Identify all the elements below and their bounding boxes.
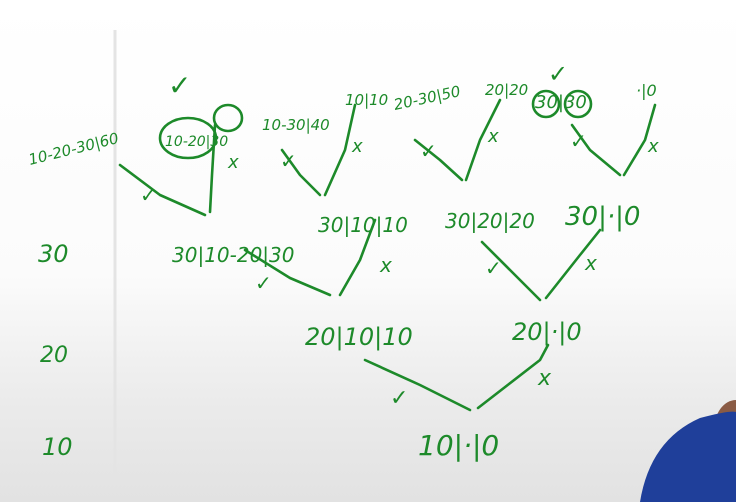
level2-mark-4: x bbox=[584, 251, 597, 275]
level3-node-1: 10-20-30|60 bbox=[27, 129, 121, 169]
level3-node-6: 20|20 bbox=[485, 81, 528, 99]
level2-node-2: 30|10|10 bbox=[318, 213, 408, 237]
level1-mark-right: x bbox=[537, 366, 552, 391]
branch-l2b-left bbox=[280, 148, 322, 197]
branch-l2d-left bbox=[570, 123, 622, 177]
level3-mark-8: x bbox=[647, 136, 659, 157]
level3-mark-6: x bbox=[487, 126, 499, 147]
presenter bbox=[640, 400, 736, 502]
level3-node-5: 20-30|50 bbox=[392, 82, 462, 114]
branch-l2b-right bbox=[323, 103, 357, 197]
level3-node-3: 10-30|40 bbox=[262, 116, 330, 134]
circle-30-b bbox=[531, 89, 561, 119]
level3-node-2: 10-20|30 bbox=[165, 134, 228, 150]
level2-node-4: 30|·|0 bbox=[565, 202, 640, 232]
level-label-20: 20 bbox=[40, 343, 68, 368]
level3-node-8: ·|0 bbox=[636, 81, 657, 100]
top-check-2: ✓ bbox=[548, 60, 568, 88]
level3-mark-1: ✓ bbox=[140, 183, 157, 207]
level3-mark-5: ✓ bbox=[420, 139, 437, 163]
circle-30-a bbox=[212, 103, 244, 133]
level-label-10: 10 bbox=[42, 433, 73, 461]
branch-root-left bbox=[363, 358, 472, 412]
level1-node-left: 20|10|10 bbox=[305, 323, 413, 351]
branch-l2a-left bbox=[118, 163, 207, 217]
branch-l2d-right bbox=[622, 103, 657, 177]
branch-l1a-right bbox=[338, 218, 377, 297]
branch-l1a-left bbox=[243, 248, 332, 297]
level3-mark-3: ✓ bbox=[280, 149, 297, 173]
top-check-1: ✓ bbox=[168, 69, 191, 102]
branch-root-right bbox=[476, 343, 550, 410]
level3-mark-4: x bbox=[351, 136, 363, 157]
level1-node-right: 20|·|0 bbox=[512, 318, 582, 346]
level3-mark-2: x bbox=[227, 152, 239, 173]
branch-l2a-right bbox=[208, 123, 217, 214]
circle-30-c bbox=[563, 89, 593, 119]
level2-mark-2: x bbox=[379, 253, 392, 277]
level2-mark-3: ✓ bbox=[485, 256, 502, 280]
level3-node-4: 10|10 bbox=[345, 91, 388, 109]
root-node: 10|·|0 bbox=[418, 429, 499, 462]
level3-node-7: 30|30 bbox=[535, 92, 587, 113]
circle-10-20 bbox=[158, 116, 218, 160]
level2-node-3: 30|20|20 bbox=[445, 209, 535, 233]
level-label-30: 30 bbox=[38, 240, 69, 268]
branch-l1b-left bbox=[480, 240, 542, 302]
presenter-shirt bbox=[640, 411, 736, 502]
branch-l1b-right bbox=[544, 228, 602, 300]
level3-mark-7: ✓ bbox=[570, 129, 587, 153]
branch-l2c-right bbox=[464, 98, 502, 182]
branch-l2c-left bbox=[413, 138, 464, 182]
level2-mark-1: ✓ bbox=[255, 271, 272, 295]
level1-mark-left: ✓ bbox=[390, 386, 408, 411]
level2-node-1: 30|10-20|30 bbox=[172, 243, 295, 267]
